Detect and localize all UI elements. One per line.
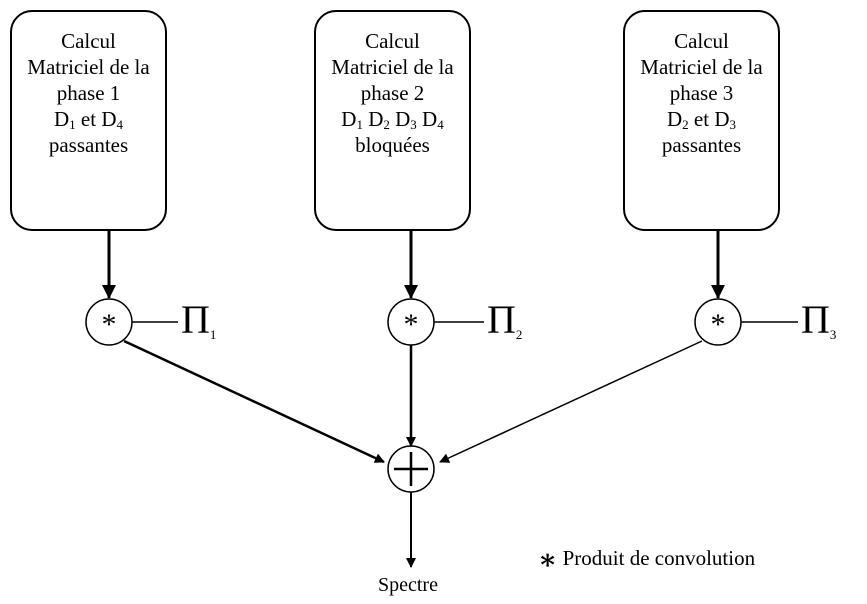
pi-label-1: Π1 xyxy=(181,297,217,342)
legend: ∗ Produit de convolution xyxy=(538,543,755,577)
arrow-conv3-to-sum xyxy=(439,340,703,463)
phase-3-box: Calcul Matriciel de la phase 3 D2 et D3 … xyxy=(623,10,780,231)
output-label: Spectre xyxy=(378,574,438,596)
phase-2-state: bloquées xyxy=(355,133,430,157)
phase-3-diodes: D2 et D3 xyxy=(667,107,736,132)
legend-text: Produit de convolution xyxy=(562,546,756,570)
arrow-conv1-to-sum xyxy=(123,339,385,464)
phase-1-diodes: D1 et D4 xyxy=(54,107,123,132)
convolution-symbol-3: * xyxy=(711,308,726,341)
pi-label-2: Π2 xyxy=(487,297,523,342)
convolution-symbol-2: * xyxy=(404,308,419,341)
phase-2-diodes: D1 D2 D3 D4 xyxy=(341,107,444,132)
phase-2-line1: Calcul xyxy=(365,29,420,53)
phase-3-line3: phase 3 xyxy=(669,81,734,105)
convolution-symbol-1: * xyxy=(102,308,117,341)
phase-3-state: passantes xyxy=(661,133,742,157)
phase-1-state: passantes xyxy=(48,133,129,157)
phase-2-box: Calcul Matriciel de la phase 2 D1 D2 D3 … xyxy=(314,10,471,231)
phase-1-line3: phase 1 xyxy=(56,81,121,105)
phase-1-line1: Calcul xyxy=(61,29,116,53)
phase-1-line2: Matriciel de la xyxy=(27,55,150,79)
legend-asterisk-icon: ∗ xyxy=(538,545,558,576)
phase-3-line2: Matriciel de la xyxy=(640,55,763,79)
phase-2-line3: phase 2 xyxy=(360,81,425,105)
phase-1-box: Calcul Matriciel de la phase 1 D1 et D4 … xyxy=(10,10,167,231)
phase-3-line1: Calcul xyxy=(674,29,729,53)
pi-label-3: Π3 xyxy=(801,297,837,342)
phase-2-line2: Matriciel de la xyxy=(331,55,454,79)
